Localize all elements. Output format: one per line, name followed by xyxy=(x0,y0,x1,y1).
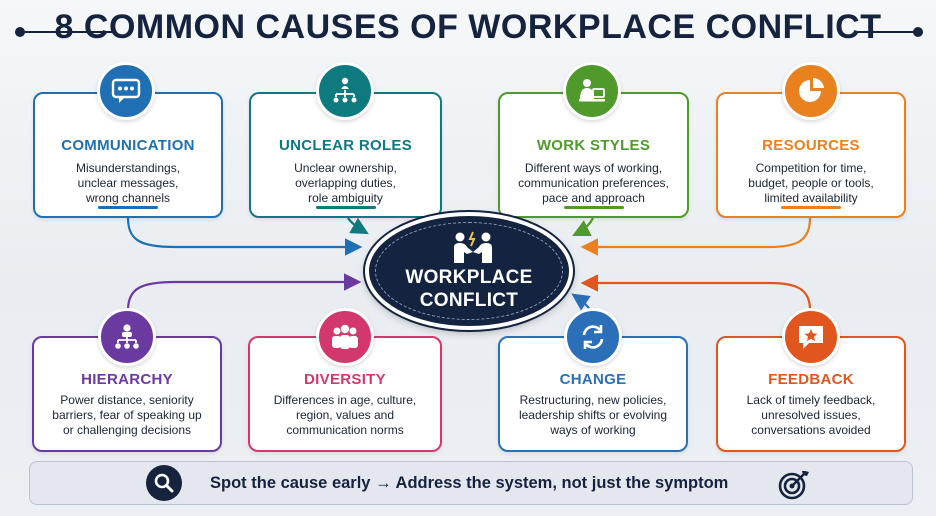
group-icon xyxy=(316,308,374,366)
title-row: 8 COMMON CAUSES OF WORKPLACE CONFLICT xyxy=(0,6,936,50)
refresh-icon xyxy=(564,308,622,366)
card-accent-bar xyxy=(315,206,376,209)
arrow-feedback xyxy=(580,274,812,311)
page-title: 8 COMMON CAUSES OF WORKPLACE CONFLICT xyxy=(54,8,882,46)
footer-banner: Spot the cause early → Address the syste… xyxy=(29,461,913,505)
person-laptop-icon xyxy=(563,62,621,120)
card-description: Differences in age, culture,region, valu… xyxy=(273,393,417,437)
arrow-workstyles xyxy=(572,217,594,236)
target-icon xyxy=(778,468,810,505)
card-accent-bar xyxy=(563,206,624,209)
pie-chart-icon xyxy=(782,62,840,120)
card-title: CHANGE xyxy=(559,371,627,388)
arrow-roles xyxy=(347,217,369,235)
title-rule-left xyxy=(20,31,112,33)
card-title: RESOURCES xyxy=(762,137,860,154)
arrow-resources xyxy=(580,217,812,256)
handshake-conflict-icon xyxy=(451,230,495,269)
footer-text: Spot the cause early → Address the syste… xyxy=(210,474,729,492)
card-description: Unclear ownership,overlapping duties,rol… xyxy=(294,161,397,205)
card-title: UNCLEAR ROLES xyxy=(278,137,413,154)
card-accent-bar xyxy=(98,206,158,209)
card-title: FEEDBACK xyxy=(768,371,854,388)
title-rule-right xyxy=(858,31,916,33)
hierarchy-icon xyxy=(98,308,156,366)
card-title: WORK STYLES xyxy=(536,137,651,154)
arrow-communication xyxy=(126,217,363,256)
feedback-star-icon xyxy=(782,308,840,366)
card-accent-bar xyxy=(781,206,841,209)
search-icon xyxy=(146,465,182,501)
card-title: COMMUNICATION xyxy=(61,137,195,154)
title-dot-right xyxy=(913,27,923,37)
center-dashed-ring xyxy=(375,222,563,320)
arrow-hierarchy xyxy=(126,273,362,311)
card-title: DIVERSITY xyxy=(304,371,386,388)
card-description: Competition for time,budget, people or t… xyxy=(748,161,874,205)
card-description: Restructuring, new policies,leadership s… xyxy=(518,393,668,437)
org-chart-icon xyxy=(316,62,374,120)
card-description: Lack of timely feedback,unresolved issue… xyxy=(746,393,876,437)
chat-bubble-icon xyxy=(97,62,155,120)
card-description: Different ways of working,communication … xyxy=(518,161,669,205)
card-description: Misunderstandings,unclear messages,wrong… xyxy=(75,161,181,205)
card-title: HIERARCHY xyxy=(81,371,173,388)
